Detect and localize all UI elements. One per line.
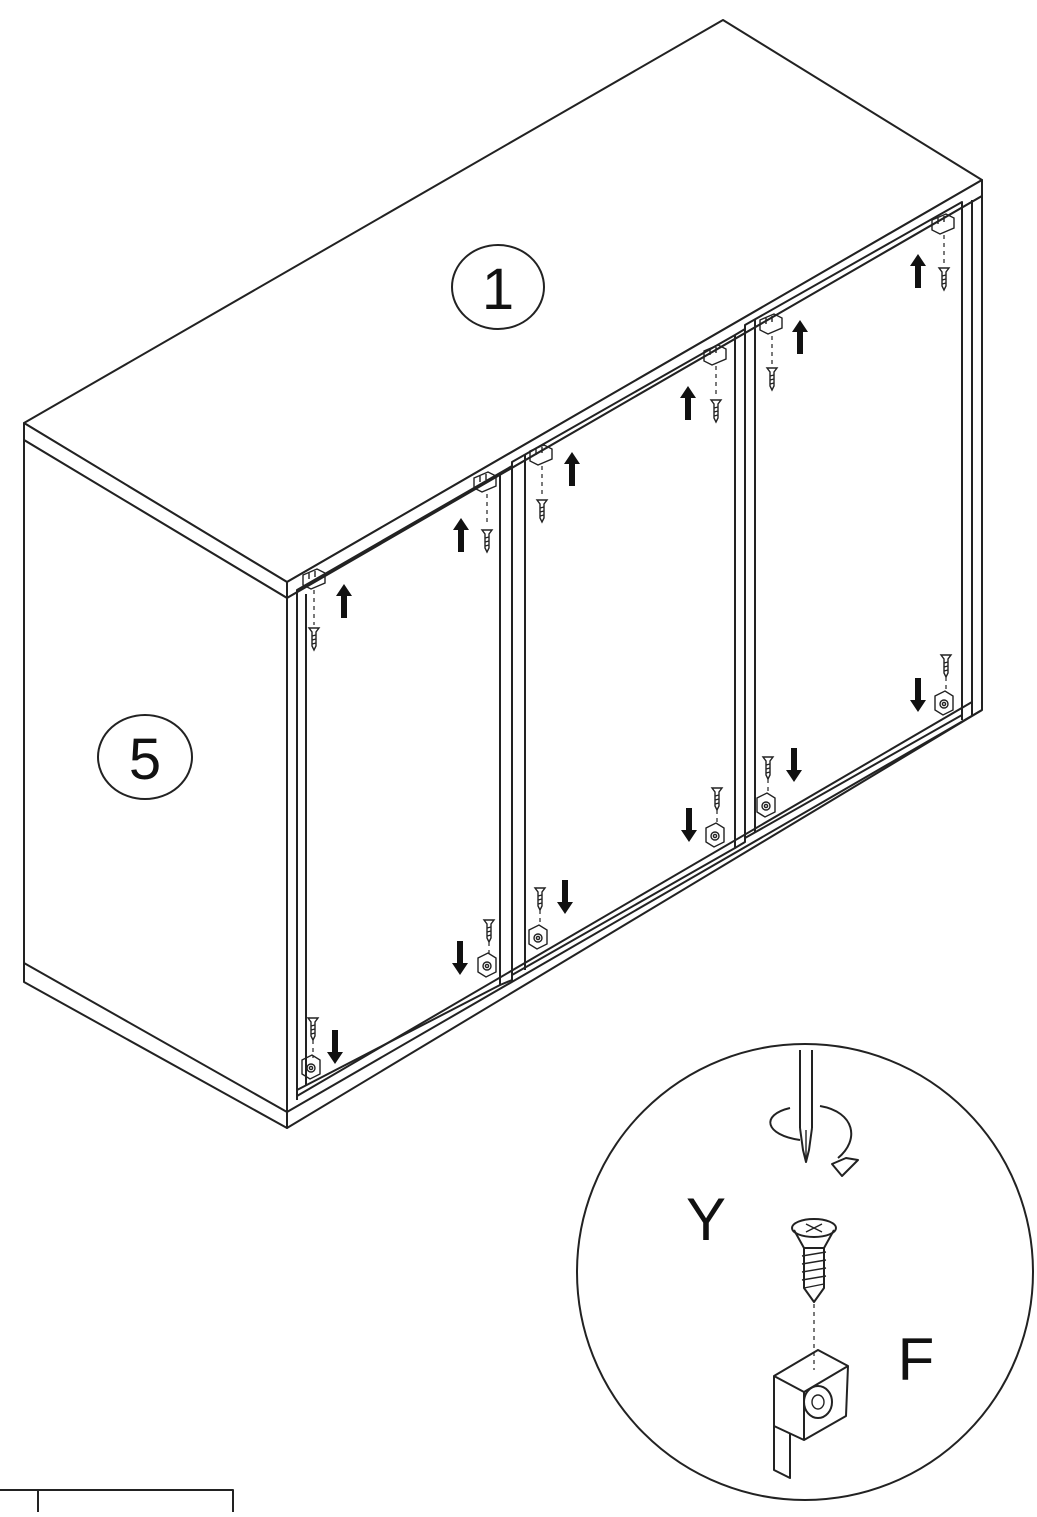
bottom-fittings [301,654,954,1080]
screwdriver-icon [769,1050,859,1177]
back-panel-right [744,201,963,839]
part-number-side: 5 [129,727,161,792]
part-callout-top: 1 [451,244,545,330]
fitting-label: F [898,1326,935,1393]
angle-bracket-icon [773,1349,849,1479]
tool-label: Y [686,1186,726,1253]
page-frame-corner [0,1489,234,1512]
top-fittings [302,213,955,651]
screw-icon [791,1218,837,1303]
part-number-top: 1 [482,257,514,322]
part-callout-side: 5 [97,714,193,800]
detail-circle: Y F [576,1043,1034,1501]
top-panel [23,19,983,599]
